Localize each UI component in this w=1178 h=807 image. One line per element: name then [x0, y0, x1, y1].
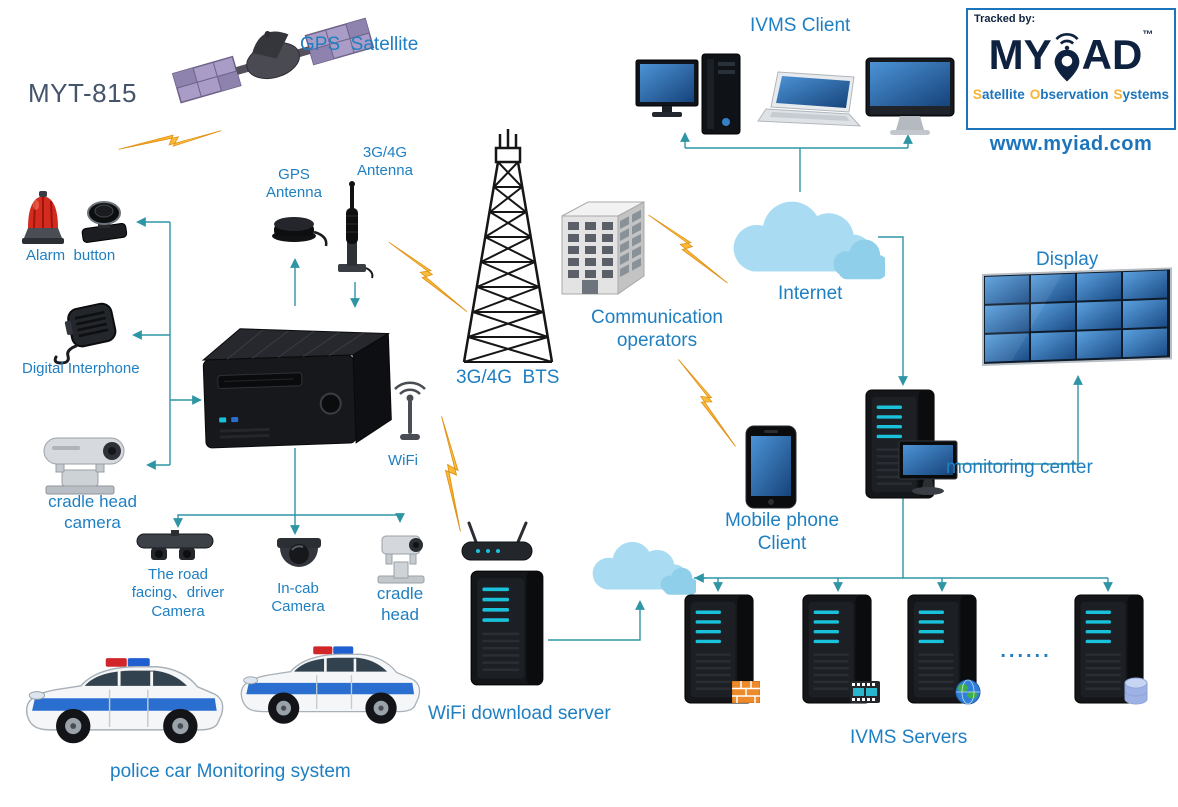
cradle-head-camera-icon	[43, 437, 125, 495]
road-camera-label: The road facing、driver Camera	[131, 566, 225, 620]
in-cab-camera-icon	[277, 538, 321, 567]
cradle-head-camera-label: cradle head camera	[48, 492, 137, 532]
gps-satellite-label: GPS Satellite	[300, 34, 419, 55]
monitoring-center-label: monitoring center	[946, 457, 1093, 478]
logo-tagline: Satellite Observation Systems	[972, 87, 1170, 102]
antenna-3g4g-icon	[338, 181, 374, 279]
cradle-head-icon	[377, 535, 425, 584]
antenna-3g4g-label: 3G/4G Antenna	[357, 144, 413, 180]
ivms-server-2	[798, 593, 880, 711]
ivms-server-4	[1070, 593, 1148, 711]
comm-operators-label: Communication operators	[591, 307, 723, 352]
digital-interphone-label: Digital Interphone	[22, 360, 140, 377]
alarm-light-icon	[22, 191, 64, 244]
ivms-client-label: IVMS Client	[750, 15, 851, 36]
alarm-button-label: Alarm button	[26, 247, 116, 264]
police-car-system-label: police car Monitoring system	[110, 761, 351, 782]
myiad-logo-text: MY AD ™	[974, 26, 1168, 84]
desktop-client-icon	[635, 53, 741, 135]
gps-antenna-icon	[272, 217, 328, 247]
film-badge-icon	[850, 681, 880, 703]
wifi-signal-icon	[394, 381, 426, 440]
tracked-by-label: Tracked by:	[974, 13, 1036, 25]
display-wall-icon	[982, 267, 1172, 366]
road-facing-camera-icon	[136, 530, 214, 560]
firewall-badge-icon	[732, 681, 760, 703]
wifi-router-icon	[461, 521, 533, 561]
ivms-server-1	[680, 593, 760, 711]
gps-satellite-icon	[171, 17, 375, 104]
comm-operators-building-icon	[561, 201, 645, 295]
ivms-server-3	[903, 593, 981, 711]
monitoring-monitor-icon	[898, 440, 958, 495]
cradle-head-label: cradle head	[376, 584, 424, 624]
wifi-label: WiFi	[388, 452, 418, 469]
website-label: www.myiad.com	[989, 133, 1153, 155]
model-title: MYT-815	[28, 78, 137, 108]
display-label: Display	[1036, 249, 1099, 270]
relay-cloud-icon	[583, 534, 696, 600]
laptop-client-icon	[757, 71, 862, 127]
bts-label: 3G/4G BTS	[456, 367, 560, 388]
bts-tower-icon	[462, 129, 554, 363]
brand-prefix: MY	[988, 31, 1052, 78]
location-pin-icon	[1054, 33, 1080, 82]
trademark: ™	[1142, 29, 1154, 41]
in-cab-camera-label: In-cab Camera	[271, 580, 325, 616]
imac-client-icon	[865, 57, 955, 135]
brand-suffix: AD	[1081, 31, 1143, 78]
mobile-phone-client-label: Mobile phone Client	[724, 510, 840, 555]
digital-interphone-icon	[53, 302, 117, 365]
database-badge-icon	[1124, 677, 1148, 705]
police-car-icon	[12, 638, 232, 750]
internet-cloud-icon	[720, 190, 885, 287]
myiad-logo-box: Tracked by: MY AD ™ Satellite Observatio…	[966, 8, 1176, 130]
mobile-phone-icon	[745, 425, 797, 509]
wifi-download-server-icon	[466, 568, 548, 688]
wifi-download-server-label: WiFi download server	[428, 703, 611, 724]
gps-antenna-label: GPS Antenna	[266, 166, 322, 202]
globe-badge-icon	[955, 679, 981, 705]
alarm-push-button-icon	[81, 201, 128, 243]
police-car-icon	[228, 628, 428, 730]
ivms-servers-label: IVMS Servers	[850, 727, 968, 748]
internet-label: Internet	[778, 283, 843, 304]
mdvr-icon	[201, 328, 392, 449]
servers-ellipsis: ......	[1000, 640, 1052, 662]
